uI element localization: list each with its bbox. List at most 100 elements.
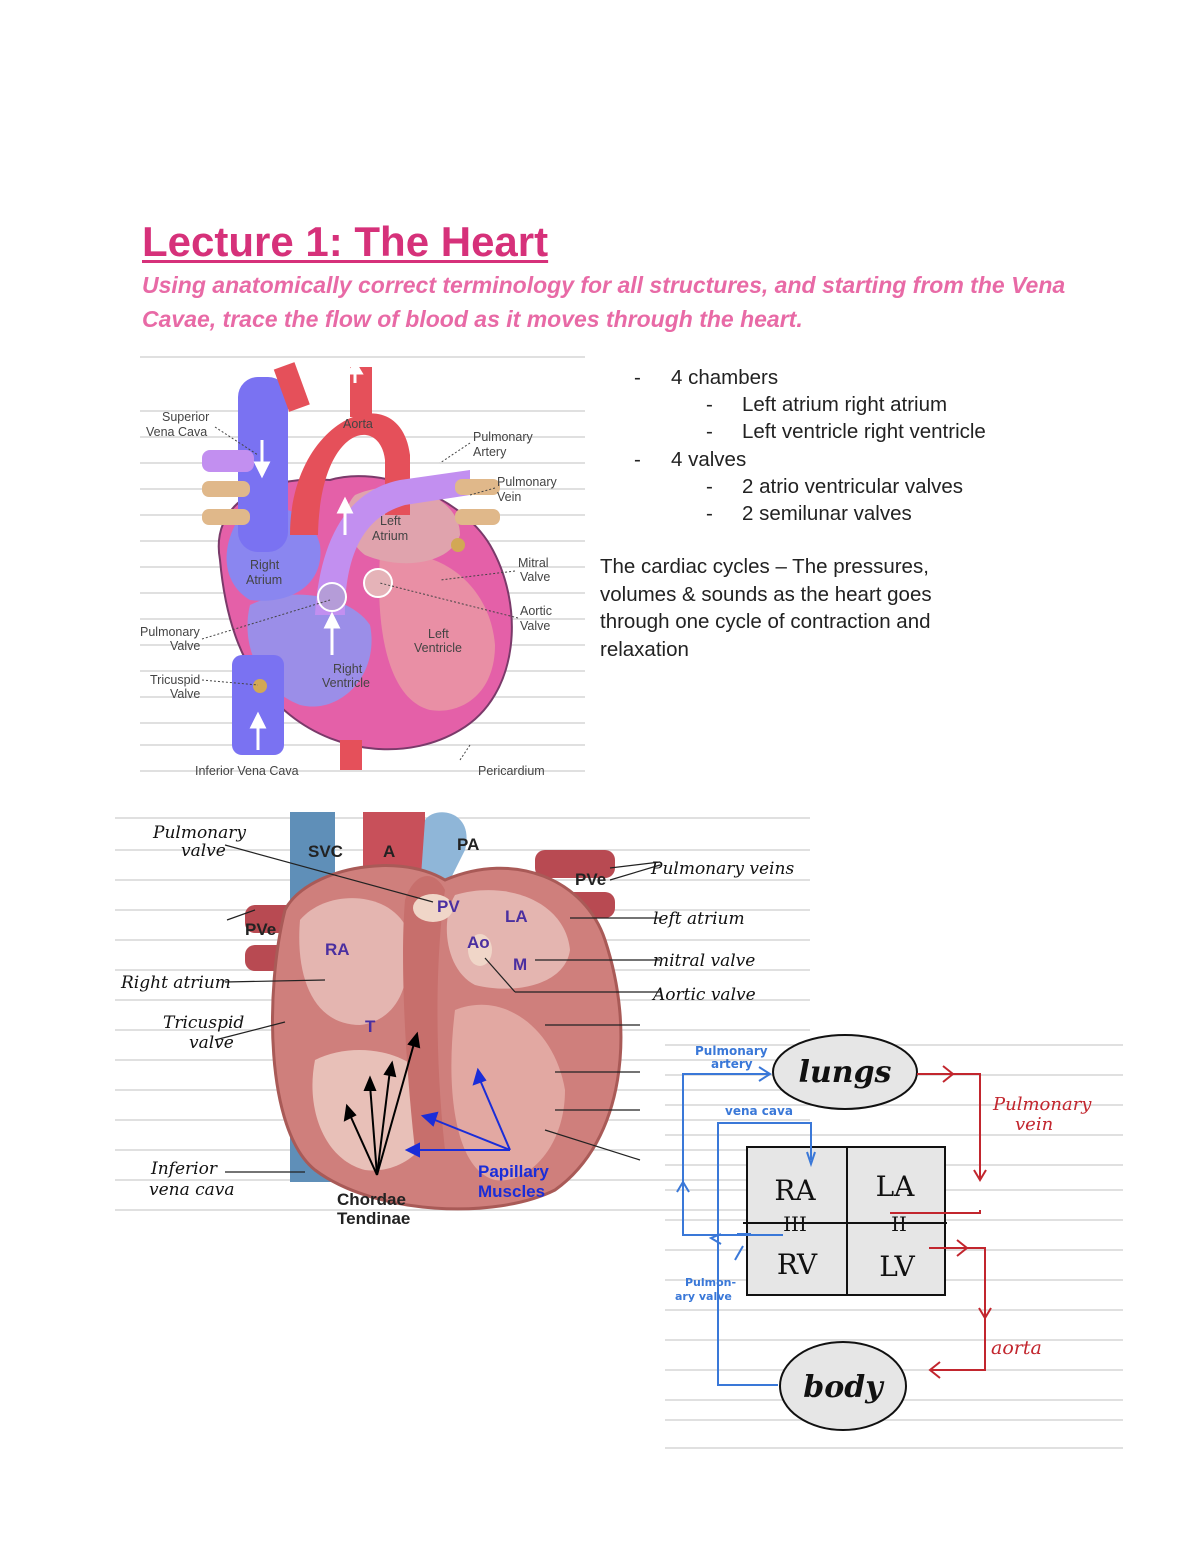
label-right-ventricle-1: Right — [333, 662, 363, 676]
grid-rv: RV — [777, 1248, 818, 1281]
note-mitral-valve: mitral valve — [653, 951, 755, 971]
label-atrium: Atrium — [372, 529, 408, 543]
heart-section-figure: SVC A PA PVe PV LA Ao M PVe RA T Papilla… — [115, 812, 810, 1228]
label-pv: PV — [437, 897, 460, 916]
note-pulmonary: Pulmonary — [152, 823, 246, 843]
note-vena-cava: vena cava — [725, 1104, 793, 1118]
pulmonary-artery-shape — [315, 470, 470, 615]
label-pulmonary-vein-2: Vein — [497, 490, 521, 504]
note-valve: valve — [181, 841, 226, 861]
bullet-dash: - — [634, 448, 641, 471]
label-mitral: Mitral — [518, 556, 549, 570]
label-tricuspid: Tricuspid — [150, 673, 200, 687]
body-label: body — [803, 1370, 885, 1405]
label-left-ventricle-2: Ventricle — [414, 641, 462, 655]
aorta-shape — [290, 413, 410, 535]
note-pulmonary-vein-2: vein — [1015, 1114, 1053, 1135]
note-aorta: aorta — [991, 1337, 1042, 1359]
label-m: M — [513, 955, 527, 974]
bullet-av-valves: 2 atrio ventricular valves — [742, 475, 964, 498]
deoxygenated-path — [676, 1066, 816, 1386]
note-pulmonary-veins: Pulmonary veins — [650, 859, 794, 879]
bullet-semilunar-valves: 2 semilunar valves — [742, 502, 912, 525]
pulmonary-artery-shape — [420, 812, 467, 890]
label-right: Right — [250, 558, 280, 572]
page-title: Lecture 1: The Heart — [142, 218, 549, 265]
aortic-valve-shape — [468, 934, 492, 966]
bullet-dash: - — [706, 475, 713, 498]
grid-sep-left: III — [783, 1212, 807, 1236]
label-pa: PA — [457, 835, 479, 854]
chordae-arrows — [343, 1031, 421, 1176]
label-svc: SVC — [308, 842, 343, 861]
pulmonary-vein-right-shape — [535, 850, 615, 878]
pulmonary-vein-shape — [455, 509, 500, 525]
bullet-dash: - — [634, 366, 641, 389]
label-tendinae: Tendinae — [337, 1209, 410, 1228]
note-vena-cava: vena cava — [149, 1180, 235, 1200]
note-right-atrium: Right atrium — [120, 973, 231, 993]
lungs-node — [772, 1034, 918, 1110]
label-aortic: Aortic — [520, 604, 552, 618]
label-left: Left — [380, 514, 401, 528]
left-ventricle-shape — [451, 1004, 565, 1181]
note-aortic-valve: Aortic valve — [651, 985, 756, 1005]
inferior-vena-cava-shape — [232, 655, 284, 755]
note-pulmonary-vein-1: Pulmonary — [992, 1094, 1092, 1115]
label-leaders — [201, 426, 519, 761]
label-chordae: Chordae — [337, 1190, 406, 1209]
label-inferior-vena-cava: Inferior Vena Cava — [195, 764, 299, 778]
right-ventricle-shape — [312, 1050, 437, 1171]
bullet-chambers-atria: Left atrium right atrium — [742, 393, 948, 416]
pulmonary-vein-shape — [202, 481, 250, 497]
pulmonary-valve-shape — [413, 894, 453, 922]
label-la: LA — [505, 907, 528, 926]
label-tricuspid-valve: Valve — [170, 687, 200, 701]
label-aortic-valve: Valve — [520, 619, 550, 633]
bullet-dash: - — [706, 420, 713, 443]
note-tricuspid: Tricuspid — [163, 1013, 244, 1033]
grid-ra: RA — [774, 1174, 816, 1207]
label-right-atrium: Atrium — [246, 573, 282, 587]
label-mitral-valve: Valve — [520, 570, 550, 584]
body-node — [779, 1341, 907, 1431]
label-ao: Ao — [467, 933, 490, 952]
label-papillary: Papillary — [478, 1162, 549, 1181]
grid-sep-right: II — [891, 1212, 907, 1236]
label-ra: RA — [325, 940, 350, 959]
bullet-valves: 4 valves — [671, 448, 747, 471]
label-pulmonary-vein-1: Pulmonary — [497, 475, 557, 489]
papillary-arrows — [404, 1067, 511, 1158]
page-subtitle: Using anatomically correct terminology f… — [142, 272, 1066, 332]
bullet-dash: - — [706, 393, 713, 416]
note-pulmonary-artery-1: Pulmonary — [695, 1044, 768, 1058]
aortic-valve-shape — [363, 568, 393, 598]
pulmonary-valve-shape — [317, 582, 347, 612]
note-left-atrium: left atrium — [653, 909, 745, 929]
label-aorta: Aorta — [343, 417, 373, 431]
note-tricuspid-valve: valve — [189, 1033, 234, 1053]
label-pve-left: PVe — [245, 920, 276, 939]
pulmonary-vein-shape — [455, 479, 500, 495]
bullet-chambers: 4 chambers — [671, 366, 779, 389]
label-pve-right: PVe — [575, 870, 606, 889]
label-vena-cava: Vena Cava — [146, 425, 207, 439]
right-atrium-shape — [299, 898, 408, 1025]
note-pulmonary-valve-1: Pulmon- — [685, 1276, 736, 1289]
note-pulmonary-artery-2: artery — [711, 1057, 753, 1071]
left-ventricle-shape — [379, 553, 495, 711]
grid-la: LA — [876, 1170, 916, 1203]
lungs-label: lungs — [799, 1055, 892, 1090]
label-muscles: Muscles — [478, 1182, 545, 1201]
pulmonary-vein-shape — [202, 509, 250, 525]
note-pulmonary-valve-2: ary valve — [675, 1290, 732, 1303]
bullet-chambers-ventricles: Left ventricle right ventricle — [742, 420, 986, 443]
label-left-ventricle-1: Left — [428, 627, 449, 641]
oxygenated-path — [890, 1065, 992, 1379]
aorta-branch-shape — [273, 362, 310, 412]
label-pulmonary-valve-2: Valve — [170, 639, 200, 653]
label-t: T — [365, 1017, 376, 1036]
circulation-flow-diagram: lungs body RA LA III II RV LV Pulmonary … — [665, 1034, 1123, 1449]
bullet-dash: - — [706, 502, 713, 525]
label-leaders — [214, 844, 661, 1173]
